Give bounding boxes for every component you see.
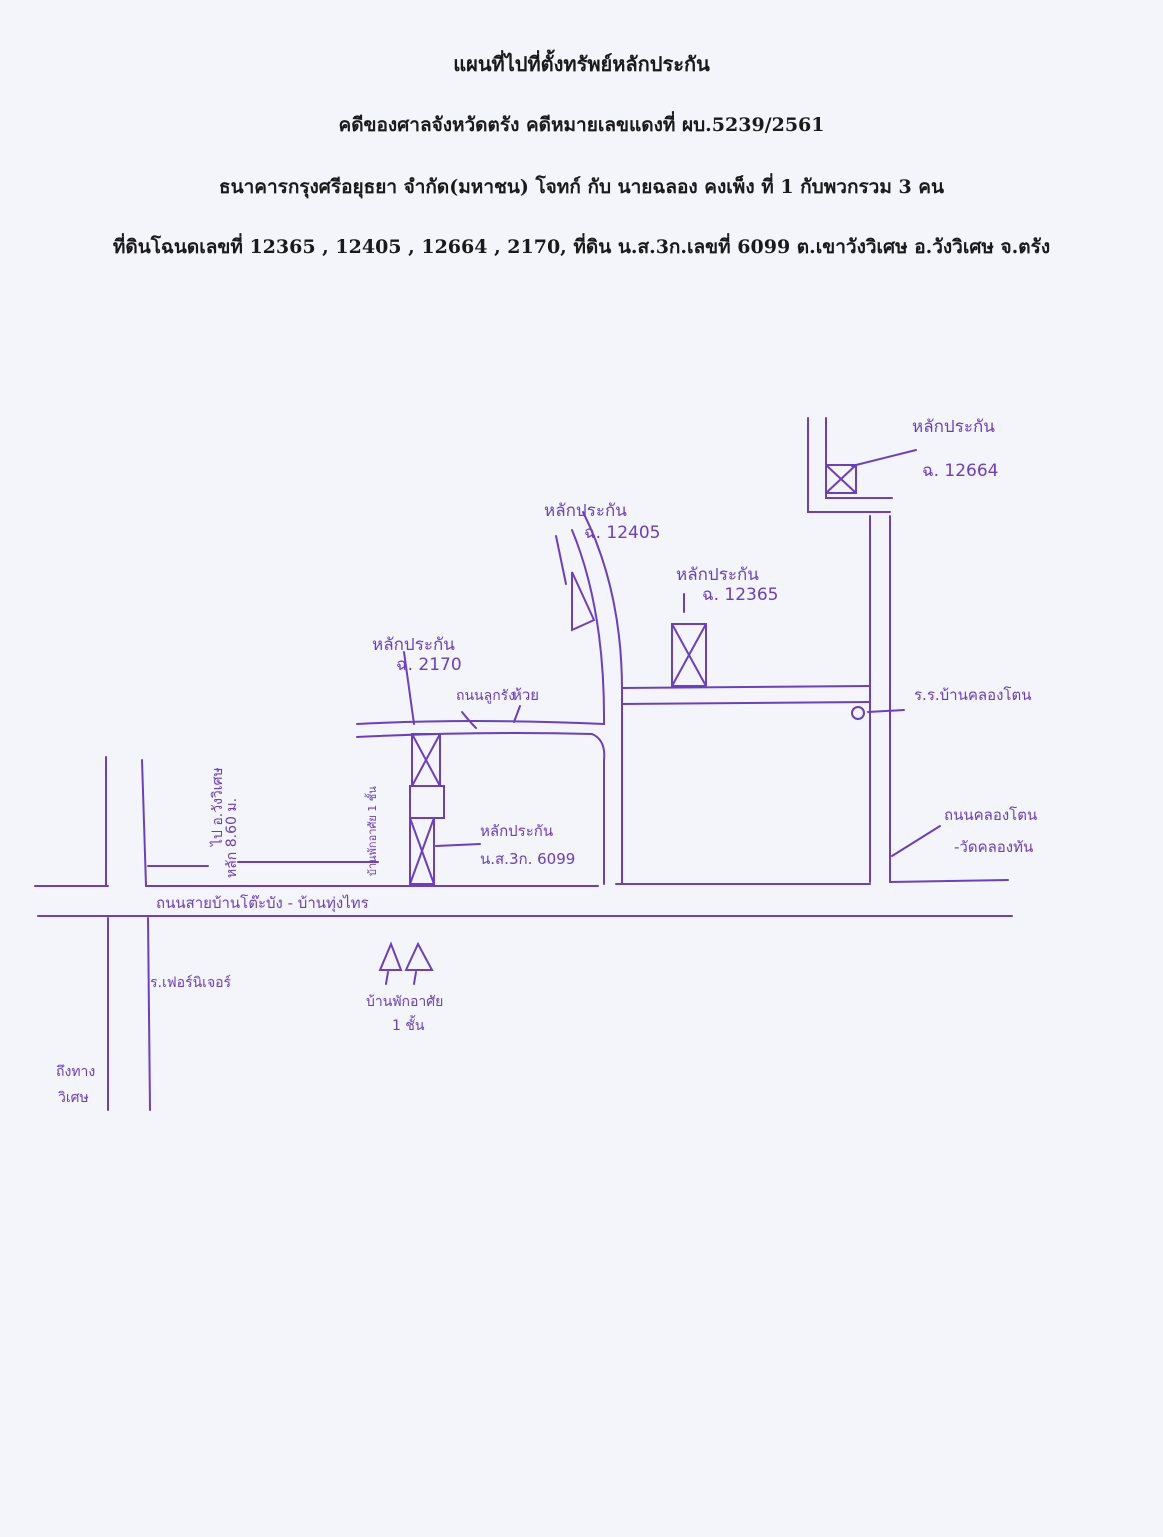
laterite-road-edge: [582, 511, 623, 885]
label-road-klongton: ถนนคลองโตน: [944, 806, 1037, 824]
house-on-plot: [409, 785, 445, 819]
label-collateral-12365: หลักประกัน: [676, 565, 759, 585]
school-marker: [851, 706, 865, 720]
plot-12365: [671, 623, 707, 687]
pointer-arrow: [403, 651, 415, 725]
label-deed-12365: ฉ. 12365: [702, 585, 778, 605]
label-wood-shop: ร.เฟอร์นิเจอร์: [150, 974, 232, 991]
map-title: แผนที่ไปที่ตั้งทรัพย์หลักประกัน: [453, 52, 710, 76]
label-collateral-12405: หลักประกัน: [544, 501, 627, 521]
case-parties: ธนาคารกรุงศรีอยุธยา จำกัด(มหาชน) โจทก์ ก…: [218, 176, 944, 198]
side-road-edge: [147, 917, 151, 1111]
klongton-road-edge: [621, 685, 871, 689]
pointer-arrow: [435, 843, 481, 847]
label-junction: ถึงทาง: [56, 1064, 95, 1080]
label-houses-south: บ้านพักอาศัย: [366, 994, 443, 1010]
case-number: คดีของศาลจังหวัดตรัง คดีหมายเลขแดงที่ ผบ…: [338, 114, 825, 136]
pointer-arrow: [867, 709, 905, 713]
pointer-arrow: [555, 535, 567, 585]
plot-6099: [409, 817, 435, 885]
label-deed-2170: ฉ. 2170: [396, 655, 462, 675]
label-collateral-6099: หลักประกัน: [480, 822, 553, 840]
label-junction-2: วิเศษ: [58, 1090, 89, 1106]
label-collateral-12664: หลักประกัน: [912, 417, 995, 437]
label-houses-near-lot: บ้านพักอาศัย 1 ชั้น: [364, 786, 379, 876]
label-collateral-2170: หลักประกัน: [372, 635, 455, 655]
label-laterite-road: ถนนลูกรัง: [456, 688, 515, 704]
side-road-edge: [141, 759, 147, 887]
plot-12405: [571, 571, 596, 632]
label-school: ร.ร.บ้านคลองโตน: [914, 686, 1031, 704]
pointer-arrow: [385, 971, 389, 985]
house-icon: [378, 941, 403, 971]
label-side-road: ไป อ.วังวิเศษ: [209, 767, 226, 847]
pointer-arrow: [461, 711, 477, 729]
pointer-arrow: [513, 705, 521, 723]
label-main-road: ถนนสายบ้านโต๊ะบัง - บ้านทุ่งไทร: [156, 894, 369, 913]
label-deed-12405: ฉ. 12405: [584, 523, 660, 543]
label-creek: ห้วย: [512, 686, 539, 704]
klongton-road-edge: [621, 701, 871, 705]
label-deed-12664: ฉ. 12664: [922, 461, 998, 481]
pointer-arrow: [851, 449, 917, 467]
plot-12664-edge: [825, 417, 893, 499]
plot-12664: [825, 464, 857, 494]
label-deed-6099: น.ส.3ก. 6099: [480, 850, 575, 868]
pointer-arrow: [413, 971, 417, 985]
land-deeds: ที่ดินโฉนดเลขที่ 12365 , 12405 , 12664 ,…: [112, 236, 1051, 258]
label-houses-south-2: 1 ชั้น: [392, 1015, 425, 1034]
house-icon: [404, 941, 434, 971]
label-road-klongton-2: -วัดคลองทัน: [954, 838, 1033, 856]
label-distance: หลัก 8.60 ม.: [224, 798, 240, 878]
pointer-arrow: [891, 825, 941, 857]
laterite-road-edge: [356, 529, 606, 726]
main-road-north-edge: [889, 879, 1009, 883]
plot-12664-edge: [807, 417, 891, 513]
